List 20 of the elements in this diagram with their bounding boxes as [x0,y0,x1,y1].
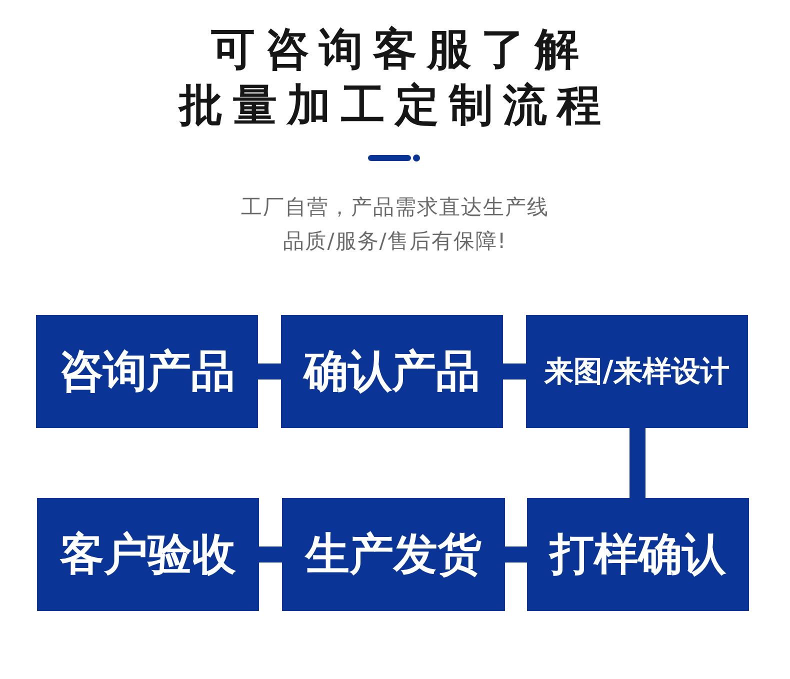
subtitle-text: 工厂自营，产品需求直达生产线 [241,194,549,221]
step-label: 咨询产品 [59,345,235,399]
connector-line [259,546,282,562]
step-label: 确认产品 [304,345,480,399]
process-box [281,315,503,428]
process-box [526,315,748,428]
connector-line [630,428,646,498]
step-label: 生产发货 [306,528,482,582]
connector-line [503,364,526,380]
process-box [37,498,259,611]
process-box [527,498,749,611]
subtitle-text: 品质/服务/售后有保障! [283,228,507,255]
step-label: 客户验收 [60,528,236,582]
title-heading: 可咨询客服了解批量加工定制流程 [177,23,612,133]
step-label: 来图/来样设计 [544,352,730,390]
process-box [282,498,505,611]
connector-line [258,364,281,380]
process-box [36,315,258,428]
step-label: 打样确认 [550,528,726,582]
connector-line [505,546,527,562]
